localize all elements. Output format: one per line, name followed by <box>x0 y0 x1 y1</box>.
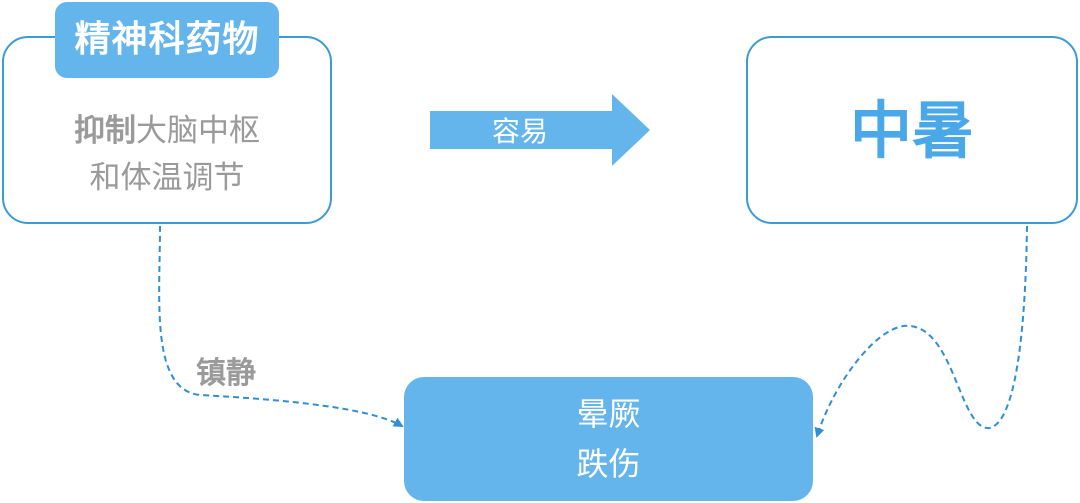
result-box <box>404 377 813 501</box>
drug-description-rest: 大脑中枢 <box>136 113 260 149</box>
result-line-1: 晕厥 <box>576 395 641 433</box>
causes-arrow <box>430 94 650 166</box>
result-line-2: 跌伤 <box>576 445 641 483</box>
heat-to-result-connector <box>814 225 1028 438</box>
drug-description-strong: 抑制 <box>74 113 136 149</box>
result-text: 晕厥 跌伤 <box>404 389 813 489</box>
drug-description-line-1: 抑制大脑中枢 <box>2 108 332 155</box>
drug-description: 抑制大脑中枢 和体温调节 <box>2 108 332 202</box>
arrow-label: 容易 <box>491 115 548 148</box>
drug-tag: 精神科药物 <box>55 2 279 78</box>
heatstroke-title: 中暑 <box>849 94 974 167</box>
drug-description-line-2: 和体温调节 <box>89 160 245 196</box>
sedation-label: 镇静 <box>196 356 256 391</box>
sedation-connector <box>158 225 404 427</box>
heatstroke-box <box>746 36 1078 224</box>
